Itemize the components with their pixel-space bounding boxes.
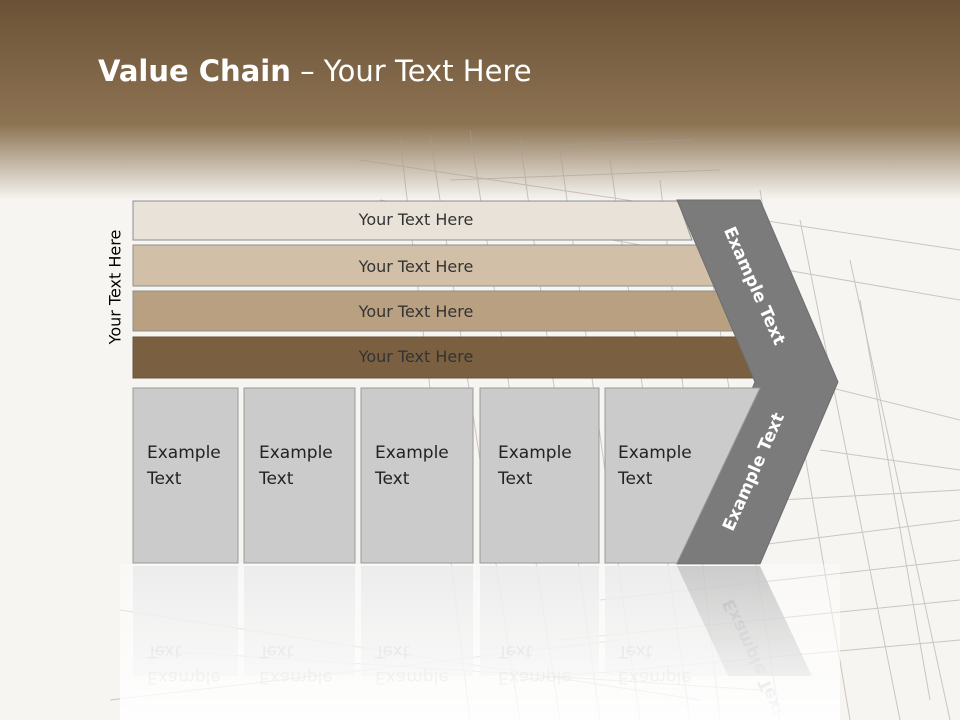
bar-3: Your Text Here [132, 336, 763, 379]
box-line2: Text [374, 469, 410, 489]
bar-label: Your Text Here [358, 257, 474, 276]
box-shape [604, 387, 761, 564]
box-line1: Example [147, 443, 221, 463]
bar-0: Your Text Here [132, 200, 693, 241]
box-shape [479, 387, 600, 564]
box-2: Example Text [360, 387, 474, 564]
title-rest: – Your Text Here [290, 54, 532, 88]
reflection-fade [120, 564, 840, 720]
box-0: Example Text [132, 387, 239, 564]
box-line2: Text [258, 469, 294, 489]
bar-label: Your Text Here [358, 347, 474, 366]
box-3: Example Text [479, 387, 600, 564]
box-1: Example Text [243, 387, 356, 564]
box-line1: Example [618, 443, 692, 463]
bar-shape [132, 200, 693, 241]
box-4: Example Text [604, 387, 761, 564]
slide-title: Value Chain – Your Text Here [98, 54, 532, 88]
bar-1: Your Text Here [132, 244, 716, 287]
box-line2: Text [617, 469, 653, 489]
bar-label: Your Text Here [358, 210, 474, 229]
bar-label: Your Text Here [358, 302, 474, 321]
box-shape [243, 387, 356, 564]
box-line1: Example [498, 443, 572, 463]
title-bold: Value Chain [98, 54, 291, 88]
box-line1: Example [259, 443, 333, 463]
header-band [0, 0, 960, 200]
box-line2: Text [146, 469, 182, 489]
bar-2: Your Text Here [132, 290, 739, 332]
box-shape [360, 387, 474, 564]
reflection: Example Text Example Text Example Text E… [120, 564, 840, 720]
box-line2: Text [497, 469, 533, 489]
box-line1: Example [375, 443, 449, 463]
box-shape [132, 387, 239, 564]
